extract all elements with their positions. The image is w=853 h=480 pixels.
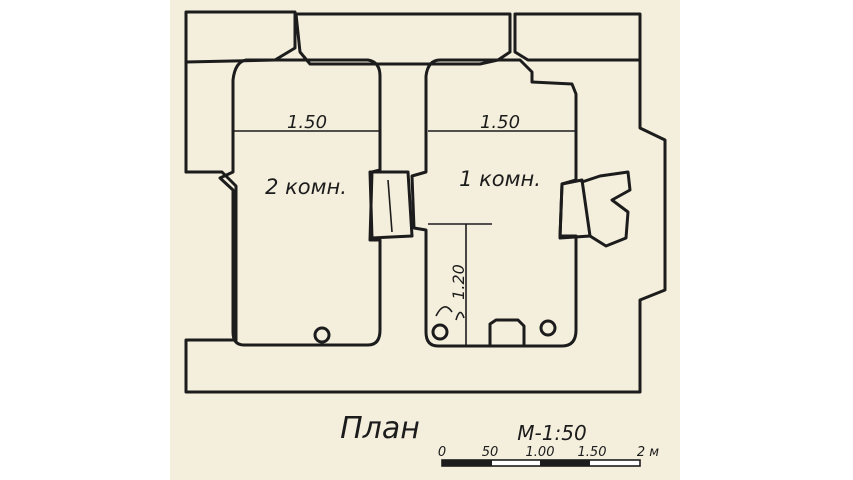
room-1-width-dim: 1.50 [480,112,520,133]
scale-bar-segment-3 [540,460,590,466]
scale-tick-150: 1.50 [578,445,607,460]
scale-label: М-1:50 [517,421,586,445]
drain-icon-room-1-right [539,319,557,337]
room-2-outline [218,58,382,347]
drain-icon-room-1-left [431,323,449,341]
right-passage [580,170,632,248]
pipe-icon [435,306,465,321]
room-1-floor-niche [488,318,526,348]
room-1-depth-dim: 1.20 [449,264,468,300]
room-1-label: 1 комн. [459,167,541,191]
right-door-block [558,178,592,240]
outer-wall [184,10,667,394]
scale-tick-2m: 2 м [637,445,659,460]
room-1-outline [410,58,578,348]
room-2-width-dim: 1.50 [287,112,327,133]
scale-tick-100: 1.00 [526,445,555,460]
door-line [387,179,393,233]
outer-wall-top-right [294,12,512,66]
drain-icon-room-2 [313,326,331,344]
plan-title: План [340,411,420,446]
scale-tick-50: 50 [482,445,499,460]
scale-tick-0: 0 [438,445,446,460]
scale-bar-segment-1 [442,460,492,466]
doorway-block [368,170,414,240]
room-2-label: 2 комн. [265,175,347,199]
